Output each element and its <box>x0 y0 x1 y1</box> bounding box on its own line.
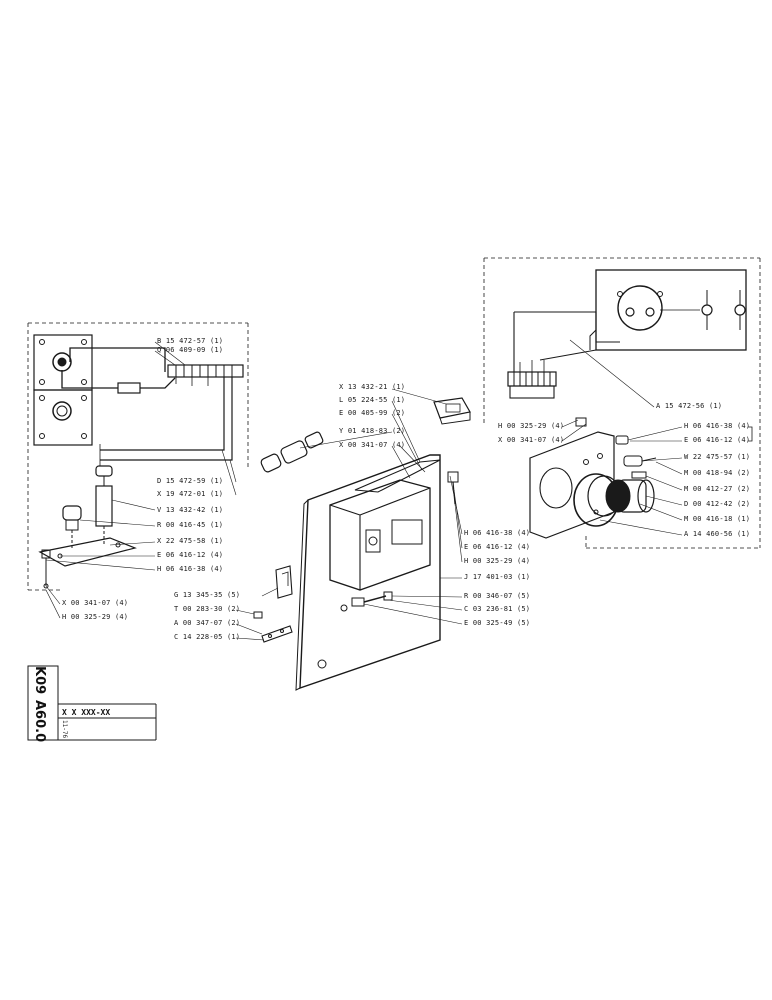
left-group-boundary <box>27 322 249 591</box>
part-label: H 00 325-29 (4) <box>62 613 129 621</box>
selector-knob-assembly <box>38 465 137 589</box>
part-label: R 00 416-45 (1) <box>157 521 224 529</box>
part-label: E 06 416-12 (4) <box>684 436 751 444</box>
part-label: Y 01 418-83 (2) <box>339 427 406 435</box>
part-label: D 15 472-59 (1) <box>157 477 224 485</box>
part-label: C 03 236-81 (5) <box>464 605 531 613</box>
part-label: X 00 341-07 (4) <box>498 436 565 444</box>
control-box-assembly <box>33 334 244 466</box>
part-label: A 14 460-56 (1) <box>684 530 751 538</box>
wiring-harness-assembly <box>507 269 747 399</box>
drawing-reference: X X XXX-XX <box>62 708 111 717</box>
part-label: M 00 416-18 (1) <box>684 515 751 523</box>
part-label: Q 06 409-09 (1) <box>157 346 224 354</box>
drawing-code-secondary: A60.0 <box>32 700 47 743</box>
part-label: X 19 472-01 (1) <box>157 490 224 498</box>
part-label: H 06 416-38 (4) <box>157 565 224 573</box>
part-label: H 00 325-29 (4) <box>498 422 565 430</box>
part-label: G 13 345-35 (5) <box>174 591 241 599</box>
part-label: M 00 418-94 (2) <box>684 469 751 477</box>
part-label: W 22 475-57 (1) <box>684 453 751 461</box>
main-panel-assembly <box>253 397 471 691</box>
drawing-date: 11-76 <box>61 720 68 739</box>
part-label: T 00 283-30 (2) <box>174 605 241 613</box>
part-label: H 00 325-29 (4) <box>464 557 531 565</box>
center-leaders <box>235 388 463 641</box>
right-leaders <box>561 339 753 536</box>
part-label: E 00 405-99 (2) <box>339 409 406 417</box>
part-label: H 06 416-38 (4) <box>684 422 751 430</box>
part-label: X 13 432-21 (1) <box>339 383 406 391</box>
drawing-code-primary: K09 <box>32 666 47 695</box>
part-label: A 15 472-56 (1) <box>656 402 723 410</box>
part-label: A 00 347-07 (2) <box>174 619 241 627</box>
part-label: L 05 224-55 (1) <box>339 396 406 404</box>
part-label: H 06 416-38 (4) <box>464 529 531 537</box>
title-block-frame <box>27 665 157 741</box>
part-label: M 00 412-27 (2) <box>684 485 751 493</box>
part-label: R 00 346-07 (5) <box>464 592 531 600</box>
part-label: E 00 325-49 (5) <box>464 619 531 627</box>
part-label: X 00 341-07 (4) <box>339 441 406 449</box>
part-label: X 22 475-58 (1) <box>157 537 224 545</box>
right-group-boundary <box>483 257 761 549</box>
part-label: E 06 416-12 (4) <box>464 543 531 551</box>
lighter-switch-assembly <box>529 417 657 539</box>
part-label: C 14 228-05 (1) <box>174 633 241 641</box>
part-label: X 00 341-07 (4) <box>62 599 129 607</box>
part-label: D 00 412-42 (2) <box>684 500 751 508</box>
part-label: E 06 416-12 (4) <box>157 551 224 559</box>
part-label: J 17 401-03 (1) <box>464 573 531 581</box>
part-label: B 15 472-57 (1) <box>157 337 224 345</box>
left-leaders <box>45 341 237 619</box>
part-label: V 13 432-42 (1) <box>157 506 224 514</box>
